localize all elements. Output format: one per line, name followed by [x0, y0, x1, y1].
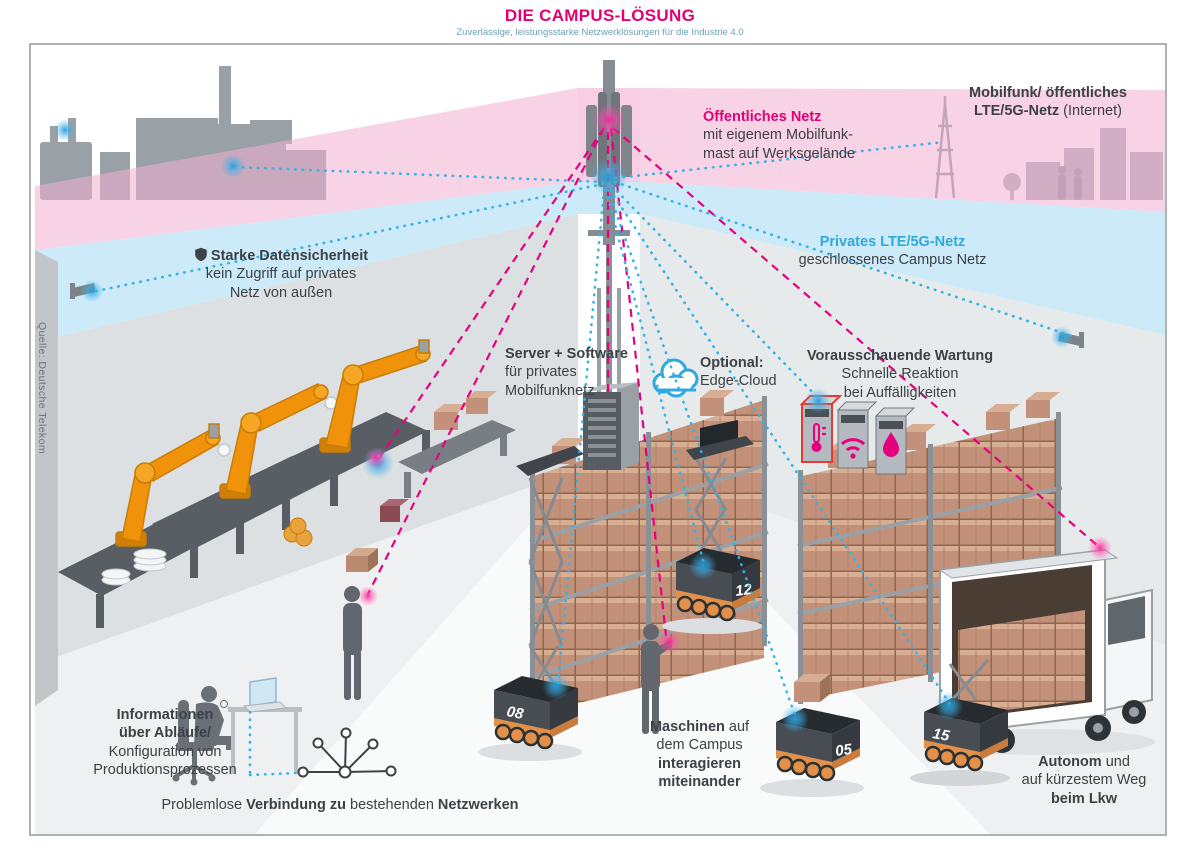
left-wall-strip	[35, 250, 58, 706]
label-public-net: Öffentliches Netz mit eigenem Mobilfunk-…	[703, 108, 883, 163]
label-line: Netzwerken	[437, 797, 519, 813]
label-line: dem Campus	[656, 737, 743, 754]
signal-glows	[54, 103, 1112, 733]
label-edge-cloud: Optional: Edge-Cloud	[700, 354, 810, 391]
label-private-net: Privates LTE/5G-Netz geschlossenes Campu…	[785, 233, 1000, 270]
label-line: Schnelle Reaktion	[841, 366, 959, 383]
network-star-icon	[297, 727, 397, 779]
agv-number: 08	[505, 703, 525, 723]
label-line: miteinander	[658, 773, 741, 790]
label-process-information: Informationen über Abläufe/ Konfiguratio…	[70, 706, 260, 779]
label-public-mobile-network: Mobilfunk/ öffentliches LTE/5G-Netz (Int…	[940, 84, 1156, 121]
label-line: LTE/5G-Netz	[974, 103, 1060, 120]
edge-cloud-icon	[652, 358, 699, 398]
label-line: beim Lkw	[1050, 790, 1118, 807]
label-line: Informationen	[116, 707, 214, 723]
machine-wifi	[836, 401, 878, 469]
label-title: Starke Datensicherheit	[210, 248, 369, 264]
label-line: mast auf Werksgelände	[703, 145, 856, 162]
coil-stack	[283, 517, 313, 547]
label-line: Problemlose	[161, 797, 247, 813]
scissor-lift-1	[516, 446, 584, 691]
parts-stacks	[101, 548, 167, 586]
label-line: Edge-Cloud	[700, 373, 777, 390]
mast-public-glow	[592, 103, 626, 137]
robot-arm-cell	[58, 339, 516, 628]
label-data-security: Starke Datensicherheit kein Zugriff auf …	[172, 247, 390, 302]
label-title: Server + Software	[505, 346, 628, 362]
wifi-icon	[840, 438, 866, 459]
label-network-connection: Problemlose Verbindung zu bestehenden Ne…	[150, 796, 530, 814]
label-line: Konfiguration von	[108, 743, 222, 760]
label-line: auf	[724, 719, 750, 735]
robot-arm-2	[219, 383, 338, 499]
private-network-rays	[90, 140, 1074, 777]
label-server-software: Server + Software für privates Mobilfunk…	[505, 345, 640, 400]
page-subtitle: Zuverlässige, leistungsstarke Netzwerklö…	[456, 27, 744, 38]
worker-standing-silhouette	[343, 586, 362, 700]
label-line: mit eigenem Mobilfunk-	[703, 127, 853, 144]
label-line: für privates	[505, 364, 577, 381]
label-line: bei Auffälligkeiten	[843, 384, 957, 401]
label-line: und	[1101, 754, 1130, 770]
laptop-icon	[242, 677, 288, 713]
agv-robot-08: 08	[478, 676, 582, 761]
label-line: Netz von außen	[229, 284, 333, 301]
label-line: bestehenden	[350, 797, 438, 813]
robot-arm-3	[319, 339, 431, 453]
label-title: Öffentliches Netz	[703, 109, 822, 125]
label-machines-interact: Maschinen auf dem Campus interagieren mi…	[622, 718, 777, 791]
label-predictive-maintenance: Vorausschauende Wartung Schnelle Reaktio…	[805, 347, 995, 402]
mast-private-glow	[590, 158, 628, 196]
maintenance-machines	[799, 395, 916, 475]
operator-at-desk	[172, 677, 302, 786]
label-line: Mobilfunknetz	[505, 382, 595, 399]
server-rack	[583, 382, 639, 470]
robot-arm-1	[115, 423, 231, 547]
worker-with-phone-silhouette	[641, 624, 671, 734]
agv-number: 05	[834, 741, 854, 760]
label-line: interagieren	[658, 755, 741, 772]
agv-number: 12	[734, 581, 754, 600]
machine-droplet	[874, 407, 916, 475]
label-line: Maschinen	[649, 719, 725, 735]
label-line: (Internet)	[1059, 103, 1122, 120]
label-title: Privates LTE/5G-Netz	[819, 234, 966, 250]
label-line: auf kürzestem Weg	[1021, 772, 1147, 789]
thermometer-icon	[811, 423, 826, 452]
shield-icon	[195, 247, 207, 262]
label-autonomous-truck: Autonom und auf kürzestem Weg beim Lkw	[998, 753, 1170, 808]
label-title: Vorausschauende Wartung	[806, 348, 994, 364]
label-line: kein Zugriff auf privates	[205, 266, 357, 283]
material-boxes	[346, 499, 409, 572]
page-title: DIE CAMPUS-LÖSUNG	[504, 6, 696, 25]
conveyor	[398, 391, 516, 498]
source-credit: Quelle: Deutsche Telekom	[36, 322, 48, 454]
label-line: Verbindung zu	[246, 797, 351, 813]
label-line: Mobilfunk/ öffentliches	[969, 85, 1127, 101]
label-line: Autonom	[1038, 754, 1102, 770]
droplet-icon	[883, 432, 899, 457]
label-title: Optional:	[700, 355, 764, 371]
person-sitting-silhouette	[194, 686, 234, 750]
agv-number: 15	[931, 725, 951, 745]
scissor-lift-2	[686, 420, 754, 557]
private-network-beam	[35, 182, 1165, 342]
label-line: geschlossenes Campus Netz	[798, 252, 987, 269]
label-line: über Abläufe/	[118, 725, 212, 742]
label-line: Produktionsprozessen	[93, 761, 237, 778]
